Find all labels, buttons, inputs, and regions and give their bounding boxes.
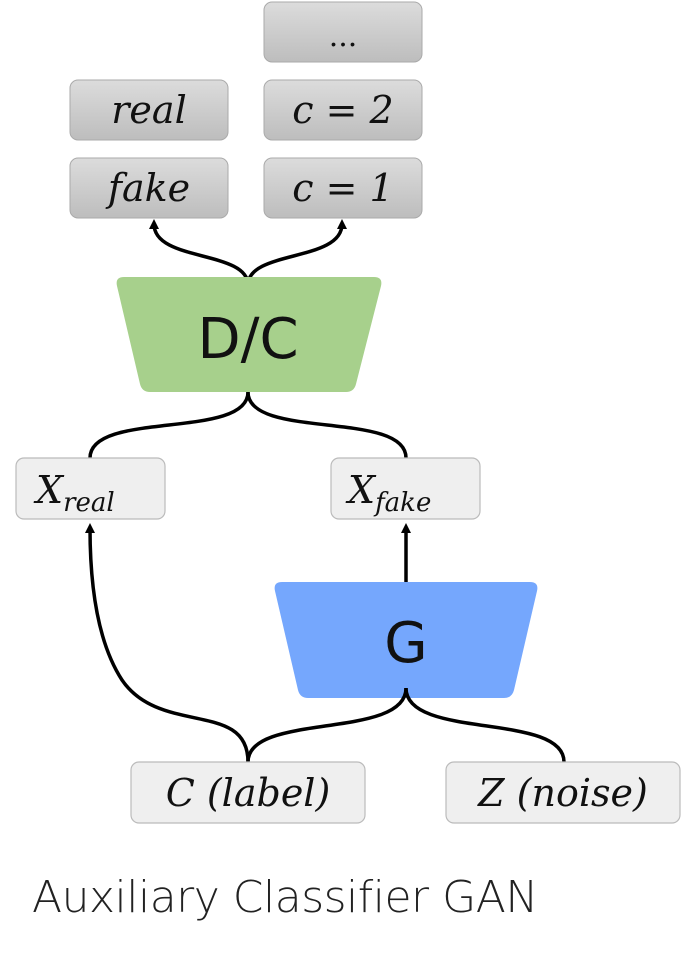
real-label: real — [111, 88, 186, 132]
x-fake-base: X — [345, 468, 377, 512]
discriminator-label: D/C — [197, 307, 298, 372]
edge-dc-to-c1 — [246, 219, 347, 286]
x-real-base: X — [33, 468, 65, 512]
output-box-c2: c = 2 — [263, 79, 423, 141]
ellipsis-label: ... — [329, 19, 358, 54]
x-fake-label: Xfake — [345, 468, 431, 518]
fake-label: fake — [105, 166, 190, 210]
edge-xfake-to-dc — [246, 391, 408, 459]
output-box-real: real — [69, 79, 229, 141]
x-real-label: Xreal — [33, 468, 115, 518]
c1-label: c = 1 — [292, 166, 393, 210]
edge-label-to-g — [246, 687, 408, 763]
x-fake-sub: fake — [373, 488, 431, 518]
c2-label: c = 2 — [292, 88, 393, 132]
diagram-caption: Auxiliary Classifier GAN — [32, 872, 538, 923]
edge-label-to-xreal — [85, 523, 250, 763]
edge-xreal-to-dc — [88, 391, 250, 459]
output-box-fake: fake — [69, 157, 229, 219]
generator-block: G — [274, 582, 538, 698]
input-noise-text: Z (noise) — [477, 771, 648, 815]
output-box-ellipsis: ... — [263, 1, 423, 63]
edge-noise-to-g — [404, 687, 566, 763]
input-label-text: C (label) — [166, 771, 331, 815]
edge-dc-to-fake — [149, 219, 250, 286]
input-noise-box: Z (noise) — [445, 761, 681, 824]
discriminator-block: D/C — [116, 277, 382, 392]
x-real-box: Xreal — [15, 457, 166, 520]
input-label-box: C (label) — [130, 761, 366, 824]
output-box-c1: c = 1 — [263, 157, 423, 219]
x-fake-box: Xfake — [330, 457, 481, 520]
x-real-sub: real — [63, 488, 115, 518]
generator-label: G — [384, 611, 427, 676]
